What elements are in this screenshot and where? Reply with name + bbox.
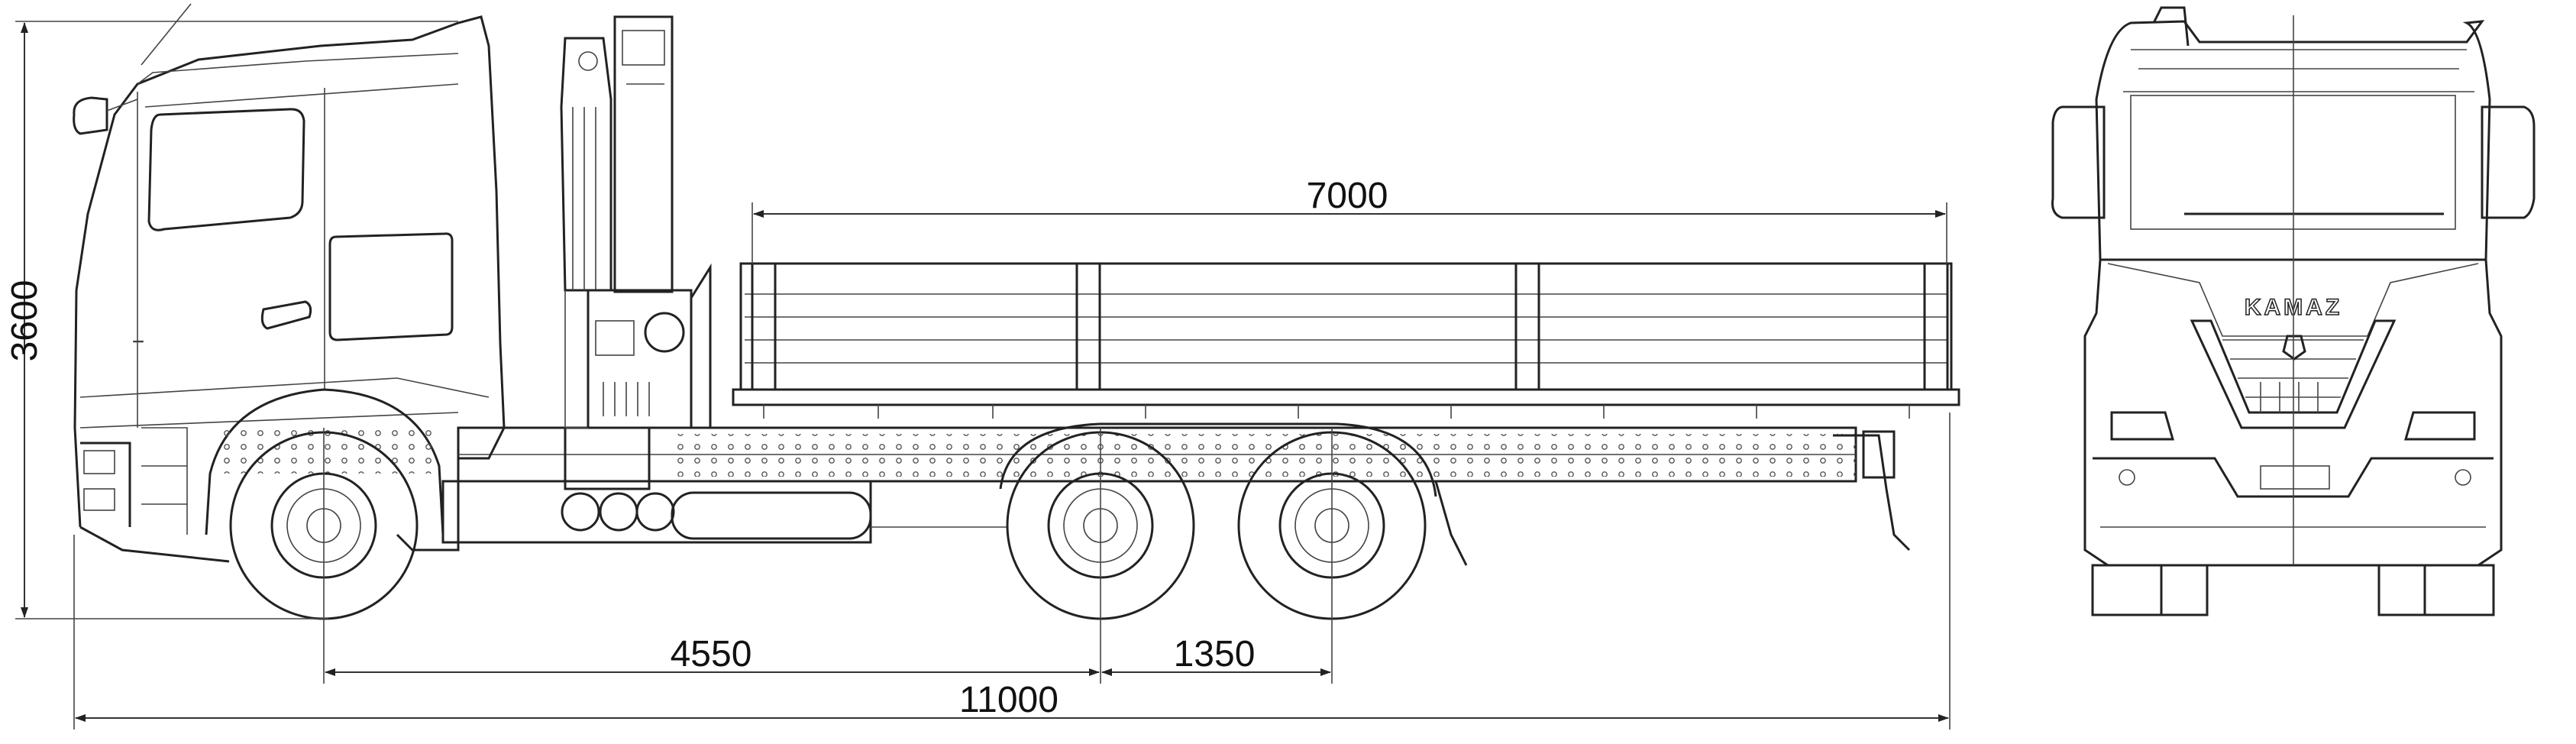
cab: — — [73, 3, 506, 563]
kamaz-logo: KAMAZ — [2245, 295, 2342, 320]
chassis-frame — [441, 426, 1911, 566]
dimension-wheelbase: 4550 1350 — [323, 428, 1333, 684]
side-view: — — [73, 3, 1960, 620]
rear-axle-spacing-label: 1350 — [1174, 634, 1256, 674]
dimension-body-length: 7000 — [751, 176, 1947, 264]
rear-fender — [999, 422, 1437, 497]
cab-badge: — — [134, 335, 143, 346]
body-length-label: 7000 — [1307, 176, 1388, 216]
dimension-height: 3600 — [5, 21, 458, 619]
front-view: KAMAZ — [2051, 6, 2536, 616]
height-label: 3600 — [5, 280, 45, 362]
overall-length-label: 11000 — [959, 680, 1059, 720]
dimension-overall-length: 11000 — [73, 412, 1951, 729]
loader-crane — [560, 15, 712, 429]
wheelbase-label: 4550 — [671, 634, 752, 674]
flatbed-body — [732, 262, 1960, 419]
